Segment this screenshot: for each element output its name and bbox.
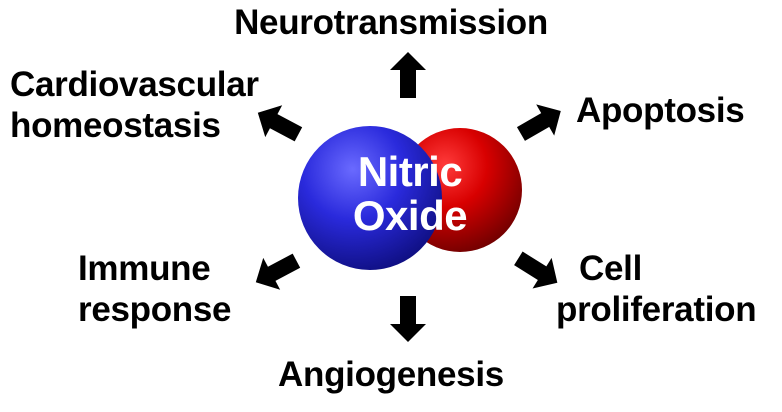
molecule-label: Nitric Oxide	[300, 150, 520, 238]
label-cardiovascular-homeostasis: Cardiovascular homeostasis	[10, 64, 259, 146]
label-angiogenesis: Angiogenesis	[0, 354, 782, 395]
arrow-up-left-icon	[257, 105, 303, 142]
label-cell-line1: Cell	[579, 249, 642, 288]
label-neurotransmission: Neurotransmission	[0, 2, 782, 43]
label-cardiovascular-line1: Cardiovascular	[10, 65, 259, 104]
molecule-label-line2: Oxide	[352, 192, 468, 239]
label-apoptosis-text: Apoptosis	[576, 91, 745, 130]
label-angiogenesis-text: Angiogenesis	[278, 355, 504, 394]
nitrogen-sphere	[298, 126, 442, 270]
label-immune-line1: Immune	[78, 249, 211, 288]
label-neurotransmission-text: Neurotransmission	[234, 3, 548, 42]
arrow-down-right-icon	[514, 251, 558, 289]
arrow-down-icon	[390, 296, 426, 342]
label-apoptosis: Apoptosis	[576, 90, 745, 131]
label-cell-line2: proliferation	[556, 290, 757, 329]
label-immune-line2: response	[78, 290, 232, 329]
label-cell-proliferation: Cell proliferation	[556, 248, 757, 330]
arrow-up-icon	[390, 52, 426, 98]
label-immune-response: Immune response	[78, 248, 232, 330]
arrow-down-left-icon	[255, 253, 301, 290]
arrow-up-right-icon	[516, 104, 561, 141]
molecule-label-line1: Nitric	[357, 148, 463, 195]
label-cardiovascular-line2: homeostasis	[10, 106, 221, 145]
